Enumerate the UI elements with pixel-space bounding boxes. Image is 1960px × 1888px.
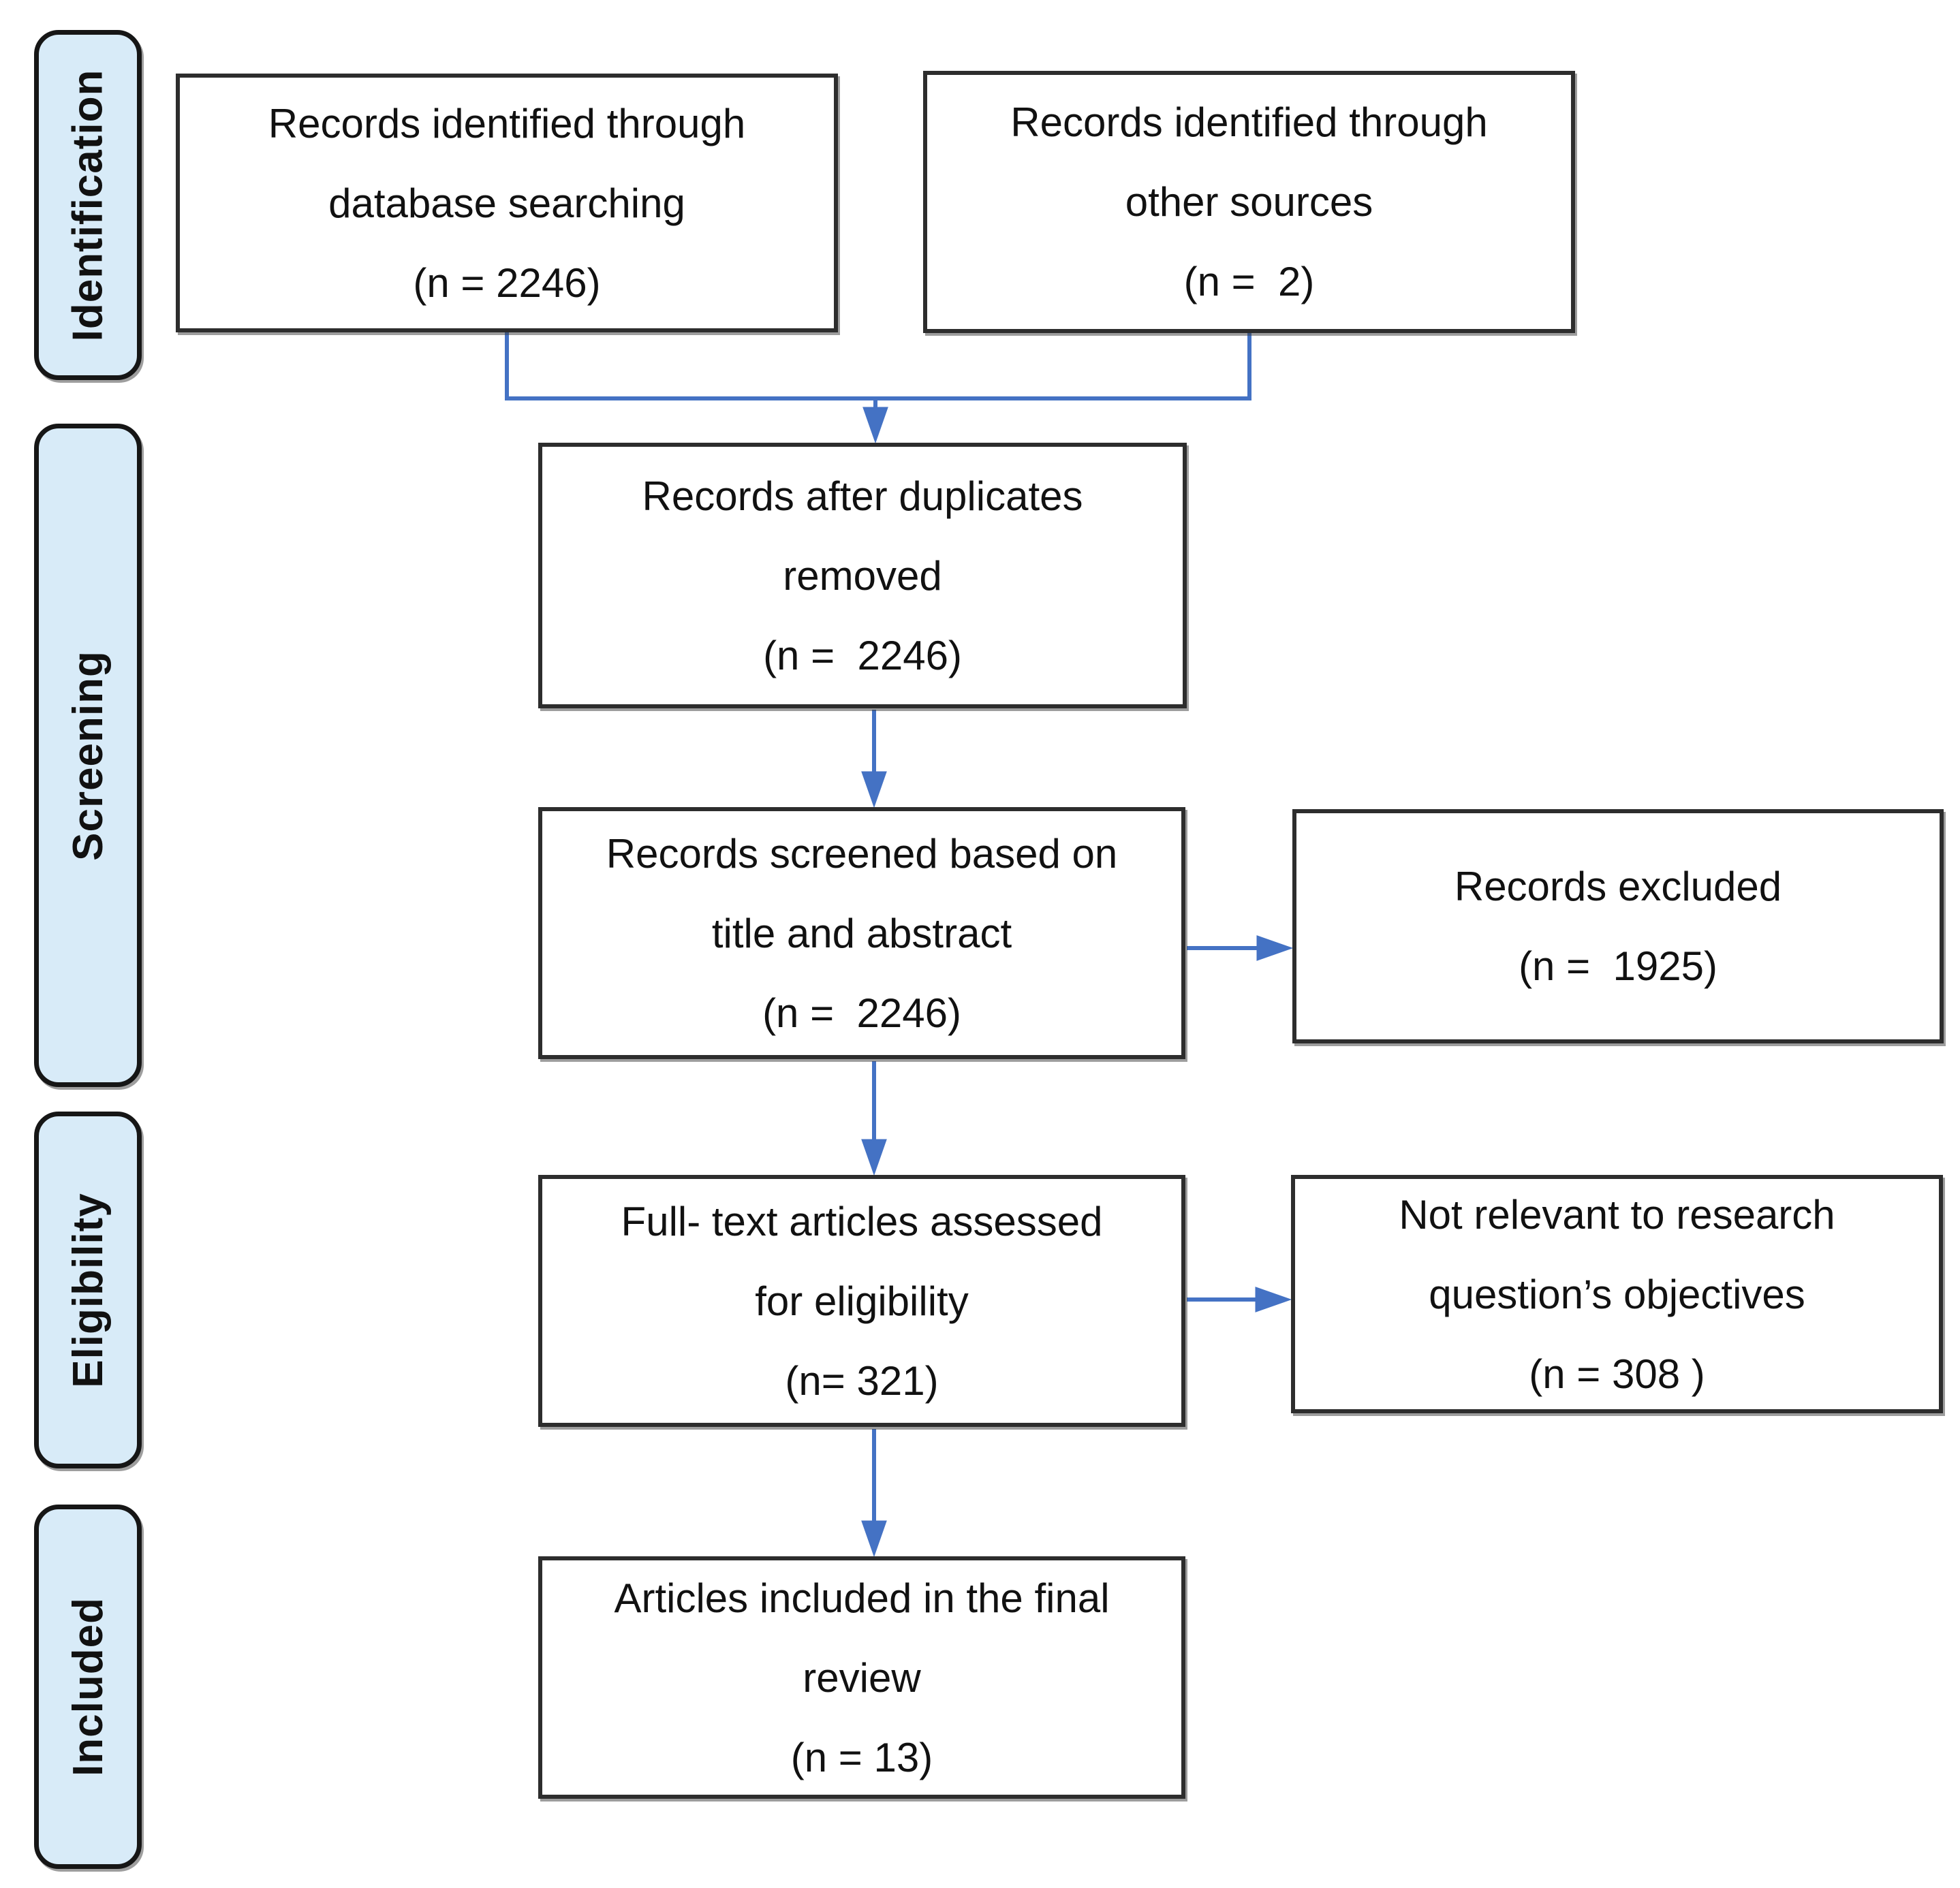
box-text-line: Records after duplicates xyxy=(642,473,1083,519)
box-text-line: Records identified through xyxy=(1010,99,1488,145)
box-text-line: Records screened based on xyxy=(606,830,1118,877)
connector-merge-elbow xyxy=(505,332,1251,400)
box-fulltext-assessed: Full- text articles assessed for eligibi… xyxy=(538,1175,1185,1427)
box-text-line: Records excluded xyxy=(1454,864,1782,909)
box-text-line: (n = 308 ) xyxy=(1529,1351,1705,1397)
box-records-after-duplicates: Records after duplicates removed (n = 22… xyxy=(538,443,1187,708)
box-records-screened: Records screened based on title and abst… xyxy=(538,807,1185,1059)
box-text-line: (n= 321) xyxy=(785,1357,939,1404)
box-not-relevant: Not relevant to research question’s obje… xyxy=(1291,1175,1943,1413)
box-records-identified-other: Records identified through other sources… xyxy=(923,71,1575,333)
box-text-line: Records identified through xyxy=(268,100,746,146)
stage-label-text: Eligibility xyxy=(64,1192,112,1388)
box-records-identified-database: Records identified through database sear… xyxy=(176,74,838,332)
box-text-line: Not relevant to research xyxy=(1399,1191,1835,1238)
box-text-line: (n = 2246) xyxy=(413,259,601,306)
box-text-line: removed xyxy=(783,552,942,599)
box-text-line: title and abstract xyxy=(711,910,1012,956)
stage-label-text: Screening xyxy=(64,650,112,861)
stage-label-included: Included xyxy=(34,1505,142,1869)
box-text-line: review xyxy=(803,1654,921,1701)
box-text-line: database searching xyxy=(328,180,685,226)
box-records-excluded: Records excluded (n = 1925) xyxy=(1292,809,1944,1043)
box-text-line: (n = 13) xyxy=(790,1734,933,1780)
stage-label-text: Included xyxy=(64,1597,112,1776)
box-text-line: question’s objectives xyxy=(1429,1271,1805,1317)
stage-label-screening: Screening xyxy=(34,424,142,1087)
box-text-line: (n = 2246) xyxy=(762,990,961,1036)
box-text-line: for eligibility xyxy=(755,1278,969,1324)
box-articles-included: Articles included in the final review (n… xyxy=(538,1556,1185,1799)
box-text-line: Full- text articles assessed xyxy=(621,1198,1103,1244)
stage-label-identification: Identification xyxy=(34,30,142,380)
box-text-line: Articles included in the final xyxy=(614,1575,1110,1621)
box-text-line: (n = 2) xyxy=(1183,259,1315,304)
box-text-line: (n = 1925) xyxy=(1519,943,1717,989)
box-text-line: other sources xyxy=(1125,179,1373,225)
stage-label-text: Identification xyxy=(64,69,112,341)
stage-label-eligibility: Eligibility xyxy=(34,1112,142,1468)
box-text-line: (n = 2246) xyxy=(763,632,962,678)
